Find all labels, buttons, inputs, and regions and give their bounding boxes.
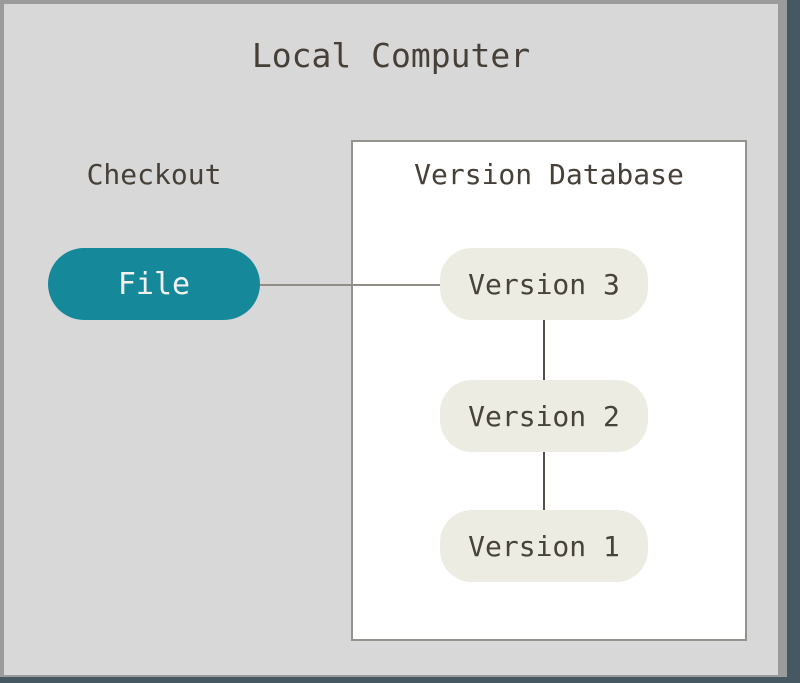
connector-file-to-version3: [260, 284, 440, 286]
version-node-2: Version 2: [440, 380, 648, 452]
connector-version2-to-version1: [543, 452, 545, 510]
version-node-label: Version 2: [468, 399, 620, 433]
diagram-canvas: Local Computer Checkout Version Database…: [0, 0, 787, 677]
diagram-title: Local Computer: [251, 36, 531, 75]
checkout-label: Checkout: [86, 158, 222, 191]
version-node-1: Version 1: [440, 510, 648, 582]
version-database-title: Version Database: [414, 158, 684, 191]
connector-version3-to-version2: [543, 318, 545, 380]
version-node-label: Version 3: [468, 267, 620, 301]
version-node-label: Version 1: [468, 529, 620, 563]
file-node-label: File: [117, 266, 191, 302]
version-node-3: Version 3: [440, 248, 648, 320]
file-node: File: [48, 248, 260, 320]
